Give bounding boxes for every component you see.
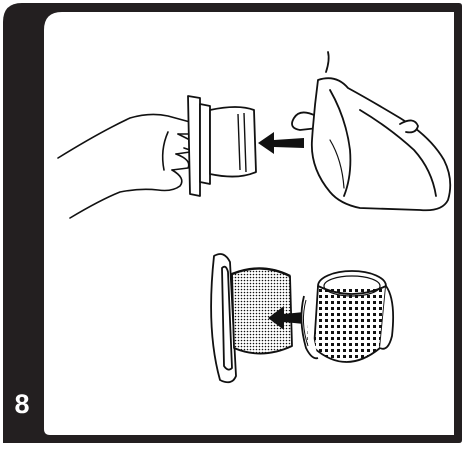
step-number: 8 [0,384,44,424]
